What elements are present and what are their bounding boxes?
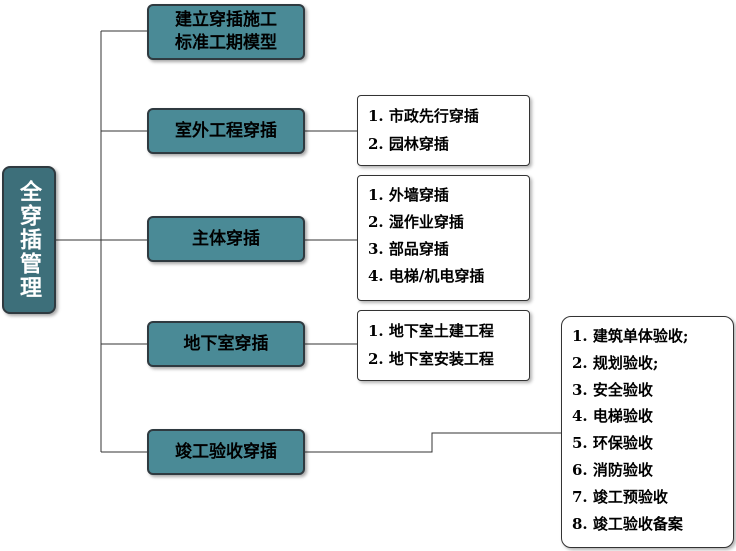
- list-item: 7. 竣工预验收: [572, 487, 668, 506]
- list-item: 8. 竣工验收备案: [572, 514, 683, 533]
- branch-label: 主体穿插: [192, 228, 260, 249]
- list-item: 2. 地下室安装工程: [368, 350, 494, 368]
- root-label: 全穿插管理: [16, 180, 42, 300]
- branch-label: 竣工验收穿插: [175, 441, 277, 462]
- list-item: 3. 安全验收: [572, 380, 653, 399]
- list-item: 1. 外墙穿插: [368, 186, 449, 204]
- branch-basement: 地下室穿插: [147, 321, 305, 367]
- list-item: 4. 电梯验收: [572, 407, 653, 426]
- list-item: 2. 园林穿插: [368, 135, 449, 153]
- list-item: 1. 建筑单体验收;: [572, 327, 689, 345]
- list-item: 1. 地下室土建工程: [368, 322, 494, 340]
- list-item: 6. 消防验收: [572, 460, 653, 479]
- list-item: 3. 部品穿插: [368, 240, 449, 258]
- list-item: 1. 市政先行穿插: [368, 107, 479, 125]
- outdoor-items-box: 1. 市政先行穿插 2. 园林穿插: [357, 95, 530, 166]
- branch-label-line2: 标准工期模型: [175, 33, 277, 53]
- list-item: 5. 环保验收: [572, 434, 653, 453]
- list-item: 2. 规划验收;: [572, 353, 659, 372]
- completion-items-box: 1. 建筑单体验收; 2. 规划验收; 3. 安全验收 4. 电梯验收 5. 环…: [561, 316, 734, 548]
- list-item: 4. 电梯/机电穿插: [368, 267, 485, 285]
- branch-standard-schedule-model: 建立穿插施工 标准工期模型: [147, 4, 305, 60]
- list-item: 2. 湿作业穿插: [368, 213, 464, 231]
- branch-label: 室外工程穿插: [175, 120, 277, 141]
- basement-items-box: 1. 地下室土建工程 2. 地下室安装工程: [357, 310, 530, 381]
- branch-label-line1: 建立穿插施工: [175, 10, 277, 30]
- root-node: 全穿插管理: [2, 166, 56, 314]
- branch-completion-acceptance: 竣工验收穿插: [147, 429, 305, 475]
- branch-outdoor-works: 室外工程穿插: [147, 108, 305, 154]
- branch-label: 地下室穿插: [183, 333, 269, 354]
- branch-main-structure: 主体穿插: [147, 216, 305, 262]
- main-structure-items-box: 1. 外墙穿插 2. 湿作业穿插 3. 部品穿插 4. 电梯/机电穿插: [357, 175, 530, 301]
